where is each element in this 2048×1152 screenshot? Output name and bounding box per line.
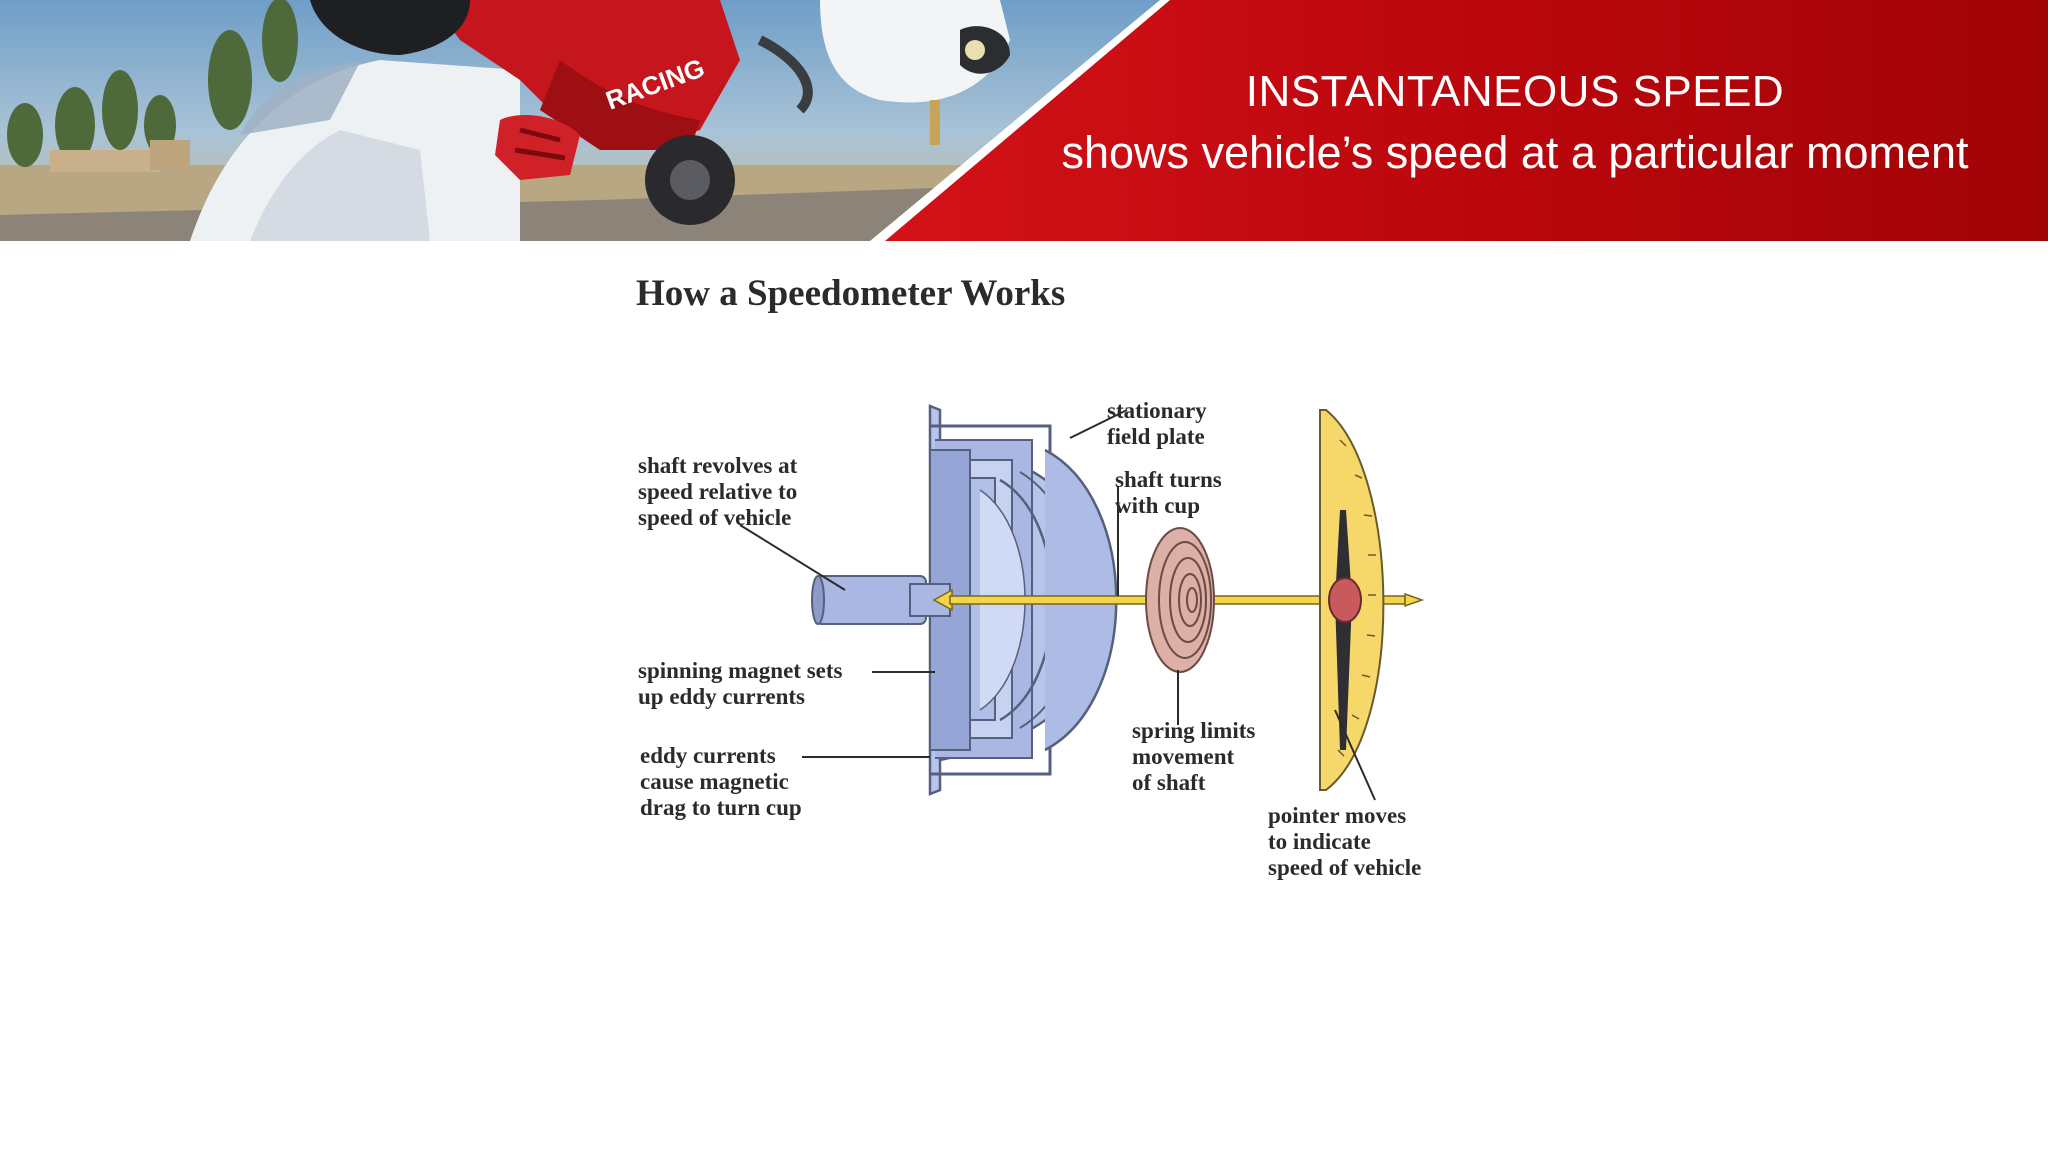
speedometer-diagram <box>739 404 1425 801</box>
leader-lines <box>739 409 1376 801</box>
slide-title: INSTANTANEOUS SPEED shows vehicle’s spee… <box>1020 62 2010 184</box>
callout-spinning-magnet: spinning magnet sets up eddy currents <box>638 658 843 709</box>
red-title-band <box>870 0 2048 241</box>
callout-shaft-revolves: shaft revolves at speed relative to spee… <box>638 453 798 530</box>
header-banner: RACING INSTANTAN <box>0 0 2048 241</box>
callout-pointer-moves: pointer moves to indicate speed of vehic… <box>1268 803 1422 880</box>
callout-stationary-field-plate: stationary field plate <box>1107 398 1207 449</box>
title-subheading: shows vehicle’s speed at a particular mo… <box>1061 127 1969 178</box>
speedometer-dial <box>1319 409 1385 791</box>
drive-shaft <box>811 575 927 625</box>
hair-spring <box>1145 527 1215 673</box>
figure-title: How a Speedometer Works <box>636 273 1066 314</box>
title-heading: INSTANTANEOUS SPEED <box>1245 67 1785 116</box>
callout-shaft-turns: shaft turns with cup <box>1115 467 1222 518</box>
callout-eddy-currents: eddy currents cause magnetic drag to tur… <box>640 743 802 820</box>
callout-spring-limits: spring limits movement of shaft <box>1132 718 1256 795</box>
